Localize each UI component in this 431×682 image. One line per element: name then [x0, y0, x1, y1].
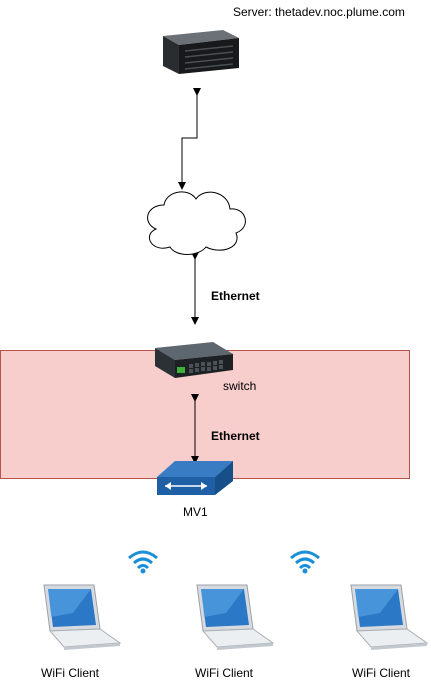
client-label: WiFi Client	[41, 666, 100, 680]
server-label: Server: thetadev.noc.plume.com	[233, 5, 405, 19]
switch-label: switch	[223, 379, 257, 393]
laptop-icon	[43, 584, 122, 650]
cloud-icon	[147, 191, 246, 255]
ethernet-label-upper: Ethernet	[211, 289, 260, 303]
laptop-icon	[350, 584, 429, 650]
wifi-icon	[128, 550, 158, 574]
client-label: WiFi Client	[195, 666, 254, 680]
client-label: WiFi Client	[352, 666, 411, 680]
ethernet-label-lower: Ethernet	[211, 429, 260, 443]
server-icon	[163, 30, 239, 74]
router-label: MV1	[183, 505, 208, 519]
laptop-icon	[196, 584, 275, 650]
wifi-icon	[290, 550, 320, 574]
router-icon	[157, 461, 233, 495]
switch-icon	[155, 342, 233, 378]
server-cloud-link	[178, 88, 201, 190]
